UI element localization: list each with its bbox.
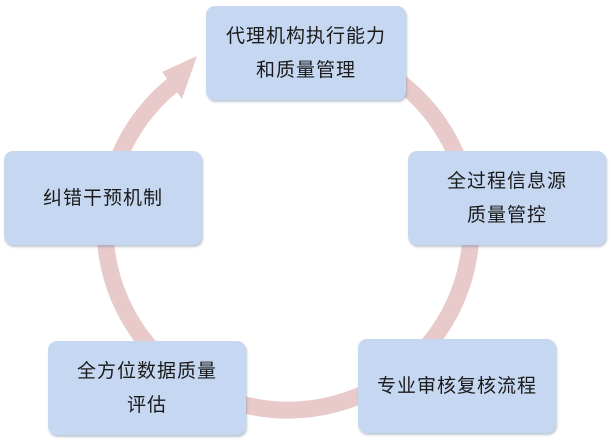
node-label-line1: 代理机构执行能力 (225, 25, 386, 47)
node-label-line1: 纠错干预机制 (42, 187, 163, 209)
node-label-line2: 质量管控 (466, 204, 547, 226)
node-label-line2: 评估 (126, 394, 167, 416)
node-label-line1: 全方位数据质量 (76, 360, 217, 382)
node-data-quality-assessment: 全方位数据质量 评估 (48, 341, 246, 435)
node-review-recheck-process: 专业审核复核流程 (358, 339, 556, 433)
node-label-line1: 全过程信息源 (446, 170, 567, 192)
node-agency-execution-quality: 代理机构执行能力 和质量管理 (206, 6, 406, 100)
node-label-line2: 和质量管理 (255, 59, 356, 81)
node-label-line1: 专业审核复核流程 (376, 375, 537, 397)
cycle-arrowhead (162, 56, 197, 99)
node-info-source-quality-control: 全过程信息源 质量管控 (408, 151, 606, 245)
node-error-correction-mechanism: 纠错干预机制 (4, 151, 202, 245)
